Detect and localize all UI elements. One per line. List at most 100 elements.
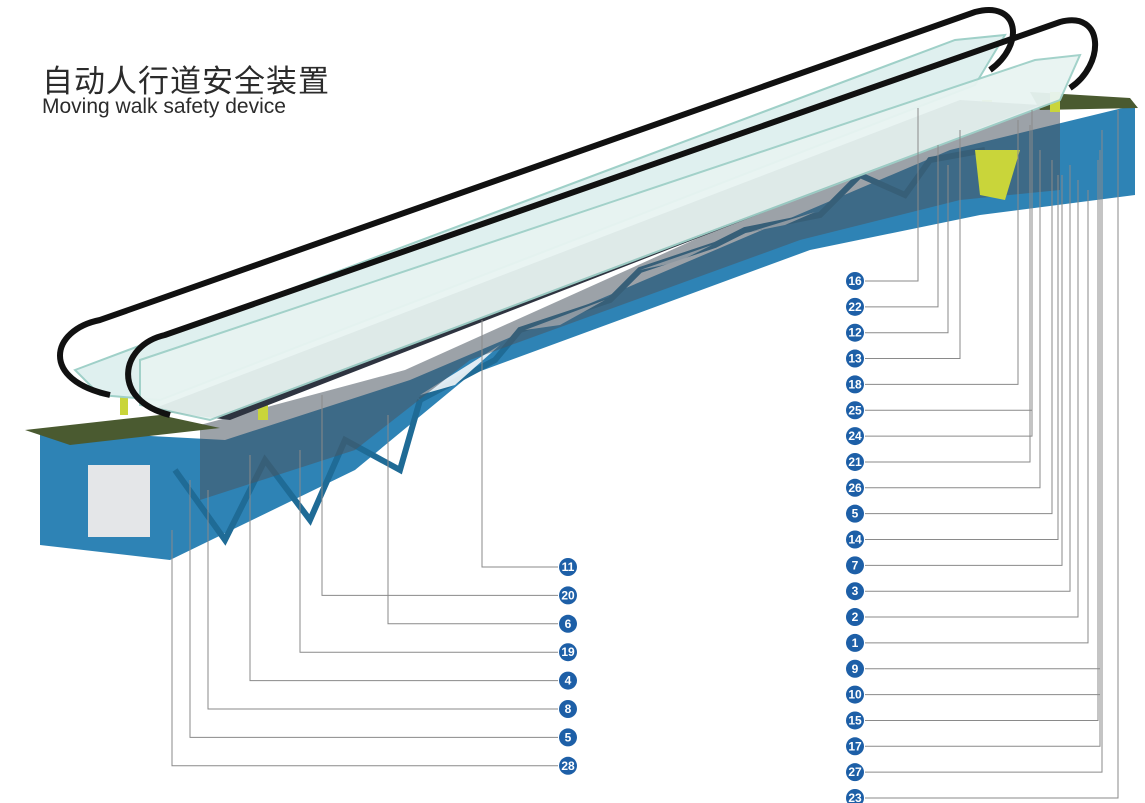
- callout-badge-circle: [846, 608, 864, 627]
- leader-line: [865, 190, 1089, 644]
- callout-number: 20: [561, 588, 575, 602]
- callout-number: 12: [848, 326, 862, 340]
- callout-badge: 10: [846, 685, 864, 704]
- callout-badge: 5: [846, 504, 864, 523]
- leader-line: [865, 130, 1103, 773]
- handrail-front: [125, 17, 1098, 418]
- callout-number: 24: [848, 429, 862, 443]
- callout-badge: 22: [846, 297, 864, 316]
- leader-line: [249, 455, 558, 682]
- callout-badges: 1120619485281622121318252421265147321910…: [559, 272, 864, 803]
- leader-line: [865, 160, 1053, 515]
- callout-leader-lines: [171, 108, 1119, 799]
- leader-line: [865, 175, 1063, 566]
- callout-badge: 12: [846, 323, 864, 342]
- leader-line: [865, 108, 919, 282]
- callout-number: 2: [852, 610, 859, 624]
- callout-number: 9: [852, 662, 859, 676]
- callout-badge: 7: [846, 556, 864, 575]
- callout-badge-circle: [846, 272, 864, 290]
- callout-badge-circle: [559, 671, 577, 690]
- callout-badge: 19: [559, 643, 577, 662]
- callout-number: 22: [848, 300, 862, 314]
- callout-badge: 28: [559, 756, 577, 775]
- callout-badge: 20: [559, 586, 577, 605]
- callout-number: 1: [852, 636, 859, 650]
- leader-line: [865, 150, 1101, 747]
- leader-line: [299, 450, 558, 653]
- callout-badge: 24: [846, 427, 864, 446]
- callout-badge: 14: [846, 530, 864, 549]
- callout-number: 5: [565, 730, 572, 744]
- callout-badge-circle: [559, 643, 577, 662]
- diagram-title-chinese: 自动人行道安全装置: [42, 64, 330, 100]
- callout-number: 23: [848, 791, 862, 803]
- callout-badge-circle: [846, 737, 864, 756]
- callout-number: 19: [561, 645, 575, 659]
- callout-number: 17: [848, 739, 862, 753]
- leader-line: [865, 130, 961, 360]
- callout-number: 7: [852, 558, 859, 572]
- leader-line: [865, 175, 1059, 540]
- leader-line: [865, 190, 1101, 670]
- callout-badge: 3: [846, 582, 864, 601]
- leader-line: [865, 125, 1031, 463]
- callout-badge: 9: [846, 659, 864, 678]
- leader-line: [865, 145, 939, 308]
- callout-badge-circle: [846, 504, 864, 523]
- callout-badge-circle: [846, 763, 864, 782]
- leader-line: [865, 160, 1099, 721]
- callout-badge-circle: [559, 586, 577, 605]
- callout-badge-circle: [559, 614, 577, 633]
- callout-number: 21: [848, 455, 862, 469]
- callout-badge: 25: [846, 401, 864, 420]
- callout-badge: 4: [559, 671, 577, 690]
- lower-machine-box: [88, 465, 150, 537]
- leader-line: [387, 415, 558, 625]
- callout-badge-circle: [846, 685, 864, 704]
- leader-line: [189, 480, 558, 738]
- callout-number: 5: [852, 507, 859, 521]
- leader-line: [865, 120, 1019, 385]
- leader-line: [865, 110, 1033, 437]
- callout-badge-circle: [846, 401, 864, 420]
- callout-badge: 5: [559, 728, 577, 747]
- callout-badge-circle: [846, 478, 864, 497]
- callout-badge: 21: [846, 452, 864, 471]
- callout-badge-circle: [846, 582, 864, 601]
- lower-landing-plate: [25, 415, 220, 445]
- callout-badge-circle: [846, 297, 864, 316]
- callout-number: 4: [565, 674, 572, 688]
- callout-badge-circle: [846, 375, 864, 394]
- callout-badge: 13: [846, 349, 864, 368]
- callout-badge: 1: [846, 633, 864, 652]
- callout-badge: 15: [846, 711, 864, 730]
- callout-number: 18: [848, 377, 862, 391]
- callout-badge-circle: [846, 452, 864, 471]
- callout-badge-circle: [559, 728, 577, 747]
- callout-badge: 17: [846, 737, 864, 756]
- callout-badge-circle: [559, 756, 577, 775]
- callout-badge-circle: [846, 556, 864, 575]
- callout-badge: 8: [559, 700, 577, 718]
- inner-machinery: [200, 100, 1060, 500]
- callout-number: 10: [848, 688, 862, 702]
- leader-line: [865, 150, 1041, 489]
- callout-number: 25: [848, 403, 862, 417]
- leader-line: [865, 180, 1079, 618]
- callout-badge: 16: [846, 272, 864, 290]
- callout-number: 28: [561, 759, 575, 773]
- callout-badge-circle: [846, 530, 864, 549]
- callout-badge-circle: [846, 789, 864, 803]
- callout-number: 15: [848, 713, 862, 727]
- leader-line: [865, 110, 1119, 799]
- callout-badge: 23: [846, 789, 864, 803]
- callout-badge-circle: [846, 711, 864, 730]
- leader-line: [321, 395, 558, 596]
- callout-number: 8: [565, 702, 572, 716]
- glass-balustrade-front: [139, 53, 1082, 422]
- leader-line: [207, 490, 558, 710]
- callout-badge-circle: [846, 427, 864, 446]
- callout-badge-circle: [559, 700, 577, 718]
